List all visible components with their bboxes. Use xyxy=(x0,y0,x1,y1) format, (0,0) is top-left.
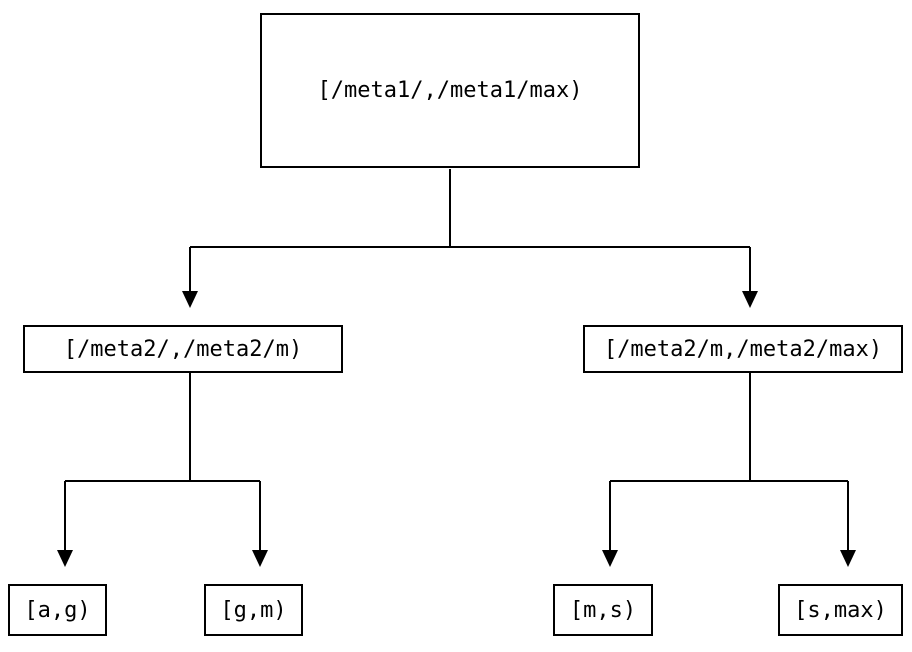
node-leaf-ag: [a,g) xyxy=(8,584,107,636)
node-mid-right: [/meta2/m,/meta2/max) xyxy=(583,325,903,373)
node-leaf-gm-label: [g,m) xyxy=(220,597,287,623)
node-leaf-ag-label: [a,g) xyxy=(24,597,91,623)
arrowhead-icon xyxy=(840,550,856,567)
node-root: [/meta1/,/meta1/max) xyxy=(260,13,640,168)
edge-midleft-to-children xyxy=(64,373,261,550)
arrowhead-icon xyxy=(742,291,758,308)
node-root-label: [/meta1/,/meta1/max) xyxy=(317,78,583,103)
arrowhead-icon xyxy=(602,550,618,567)
arrowhead-icon xyxy=(57,550,73,567)
arrowhead-icon xyxy=(252,550,268,567)
node-leaf-gm: [g,m) xyxy=(204,584,303,636)
node-leaf-smax: [s,max) xyxy=(778,584,903,636)
node-leaf-smax-label: [s,max) xyxy=(794,597,887,623)
edge-root-to-children xyxy=(189,169,751,291)
edge-midright-to-children xyxy=(609,373,849,550)
arrowhead-icon xyxy=(182,291,198,308)
node-mid-left: [/meta2/,/meta2/m) xyxy=(23,325,343,373)
node-mid-left-label: [/meta2/,/meta2/m) xyxy=(63,336,303,362)
node-mid-right-label: [/meta2/m,/meta2/max) xyxy=(603,336,883,362)
node-leaf-ms: [m,s) xyxy=(553,584,653,636)
node-leaf-ms-label: [m,s) xyxy=(569,597,637,623)
